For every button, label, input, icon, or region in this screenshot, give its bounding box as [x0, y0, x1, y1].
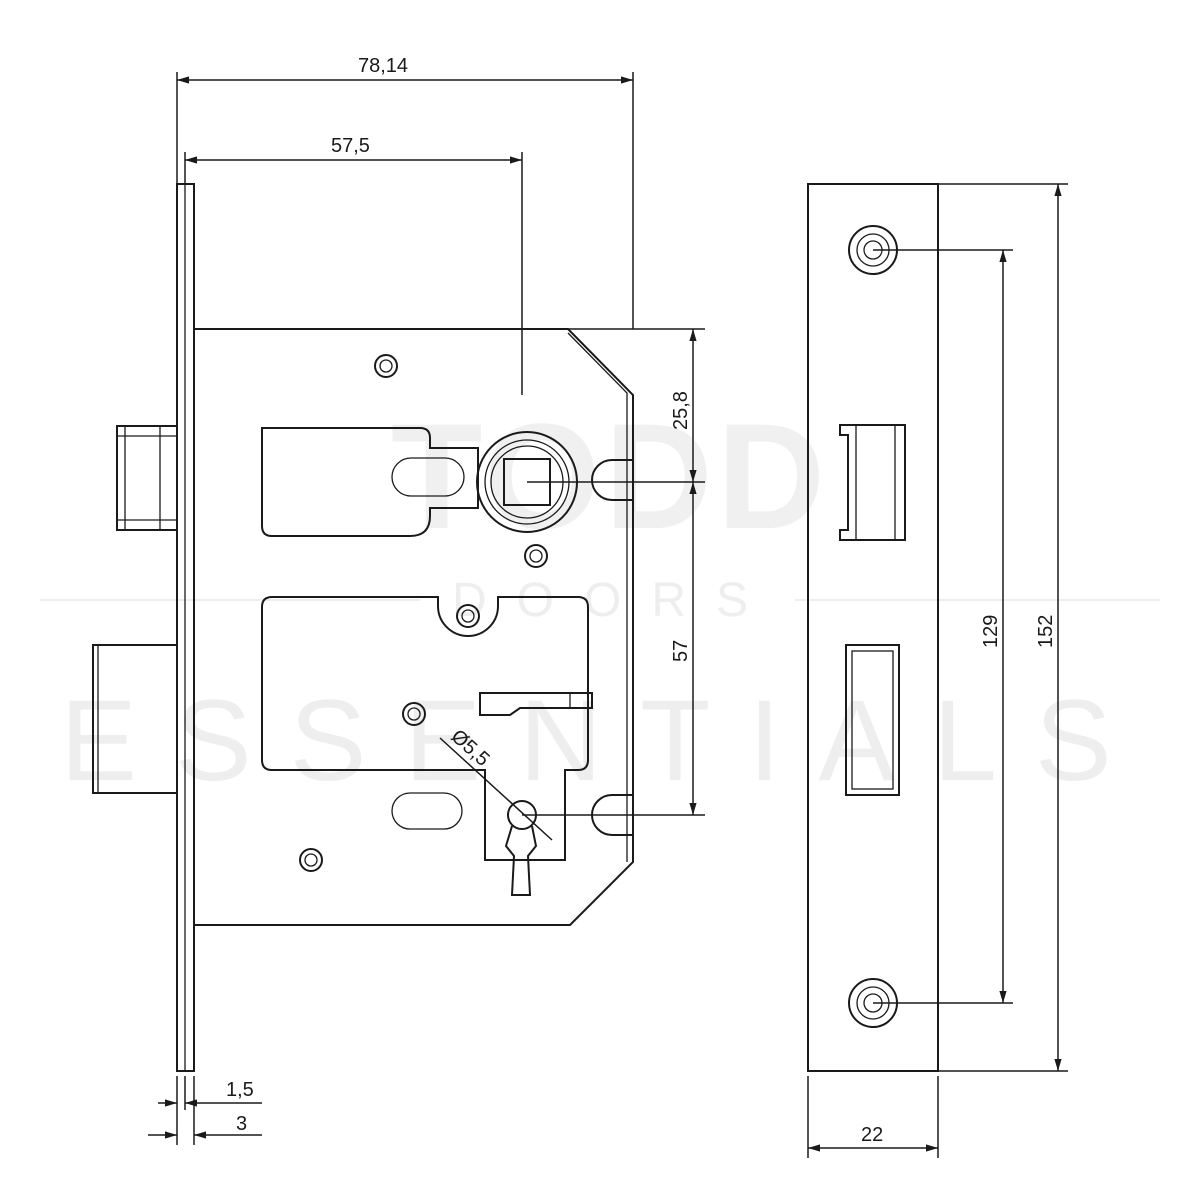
upper-oval-slot: [391, 457, 465, 497]
watermark-essentials: ESSENTIALS: [60, 677, 1149, 805]
strike-plate: [807, 183, 939, 1072]
dim-strike-width: 22: [861, 1124, 883, 1146]
lower-oval-slot: [391, 792, 463, 830]
lock-body: [92, 183, 634, 1072]
dim-top-to-spindle: 25,8: [670, 391, 692, 430]
strike-bolt-recess: [845, 644, 900, 796]
latch-bolt: [116, 425, 178, 531]
lock-case: [194, 328, 634, 926]
fixing-holes: [299, 354, 548, 872]
upper-cutout: [261, 427, 479, 537]
dim-strike-height: 152: [1035, 615, 1057, 648]
dim-plate-thickness: 1,5: [226, 1079, 254, 1101]
strike-outline: [807, 183, 939, 1072]
lever-bar: [479, 692, 593, 716]
dead-bolt: [92, 644, 178, 794]
watermark-brand: TODD: [391, 392, 829, 560]
strike-latch-recess: [839, 424, 906, 541]
dim-backset: 57,5: [331, 135, 370, 157]
dim-faceplate-thickness: 3: [236, 1113, 247, 1135]
watermark-doors: DOORS: [452, 574, 778, 627]
dim-centres: 57: [670, 640, 692, 662]
lower-cutout: [261, 596, 589, 861]
edge-notch-upper: [591, 459, 633, 501]
dim-strike-fixing-centres: 129: [980, 615, 1002, 648]
dim-overall-width: 78,14: [358, 55, 408, 77]
watermark: TODD DOORS ESSENTIALS: [40, 392, 1160, 805]
